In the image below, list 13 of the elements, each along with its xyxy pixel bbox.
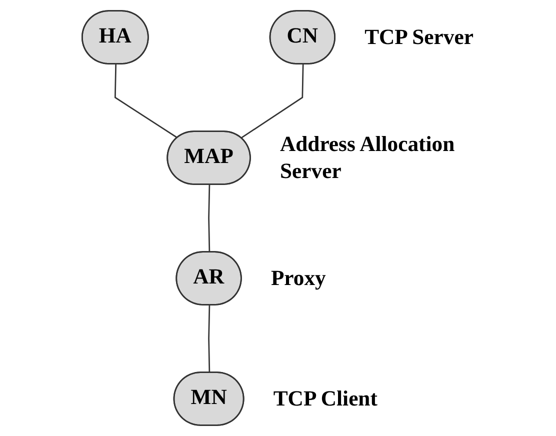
node-caption: Address Allocation Server <box>280 132 455 184</box>
node-caption: TCP Client <box>273 386 378 411</box>
ellipse-node: MN <box>173 372 244 426</box>
ellipse-node: CN <box>269 10 336 64</box>
ellipse-node: HA <box>82 10 149 64</box>
connector-line <box>208 305 210 374</box>
connector-line <box>240 64 304 139</box>
connector-line <box>114 64 178 139</box>
connector-line <box>208 184 210 253</box>
ellipse-node: MAP <box>166 130 251 185</box>
node-caption: TCP Server <box>364 25 474 49</box>
node-caption: Proxy <box>270 266 326 290</box>
ellipse-node: AR <box>176 251 242 306</box>
